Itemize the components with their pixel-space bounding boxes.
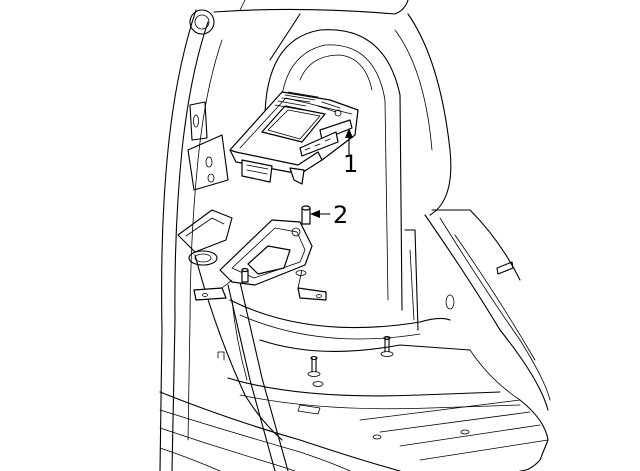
callout-label-2: 2 [333,201,348,229]
callout-label-1: 1 [343,150,358,178]
vehicle-body [159,0,551,471]
part-1-control-module [229,91,359,185]
part-2-bracket [193,205,331,301]
